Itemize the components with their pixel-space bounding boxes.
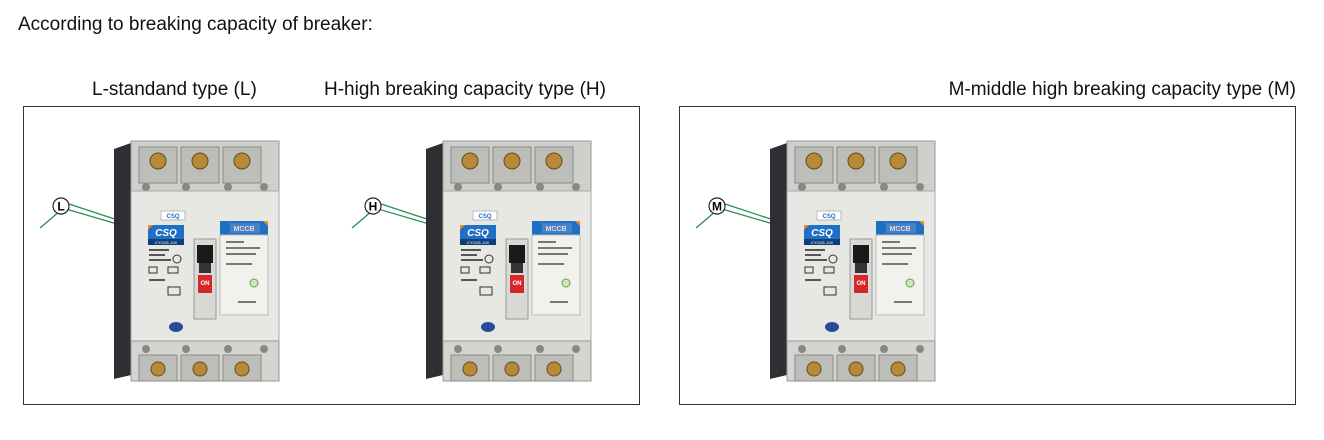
brand-small-label: CSQ [478,214,491,220]
marker-circle [708,197,726,215]
mount-screws-bottom [454,345,580,353]
page-heading: According to breaking capacity of breake… [18,14,373,35]
breaker-side-panel [114,143,131,379]
on-indicator-label: ON [513,281,522,287]
on-indicator [854,275,868,293]
brand-small-label: CSQ [822,214,835,220]
brand-badge [460,225,496,239]
mount-screws-top [454,183,580,191]
test-window [481,322,495,332]
bottom-terminals [794,354,918,382]
breaker-side-panel [770,143,787,379]
spec-lines [460,249,494,296]
brand-badge [804,225,840,239]
brand-small-label: CSQ [166,214,179,220]
breaker-h: H CSQ CSQ CYCM1-100 ON [348,107,608,404]
rating-lines [882,241,916,303]
breaker-m: M CSQ CSQ CYCM1-100 ON [692,107,952,404]
image-frame-right: M CSQ CSQ CYCM1-100 ON [679,106,1296,405]
caption-h-type: H-high breaking capacity type (H) [324,79,606,100]
breaker-side-panel [426,143,443,379]
toggle-handle [197,245,213,263]
product-badge [532,221,580,235]
mount-screws-top [798,183,924,191]
marker-circle [52,197,70,215]
on-indicator [510,275,524,293]
model-label: CYCM1-100 [811,240,834,245]
caption-m-type: M-middle high breaking capacity type (M) [948,79,1296,100]
toggle-handle [853,245,869,263]
model-label: CYCM1-100 [467,240,490,245]
test-window [825,322,839,332]
top-terminals [138,146,262,184]
product-label: MCCB [890,226,911,233]
on-indicator-label: ON [201,281,210,287]
bottom-terminals [138,354,262,382]
product-badge [220,221,268,235]
breaker-l: L CSQ CSQ CYCM1-100 ON [36,107,296,404]
on-indicator-label: ON [857,281,866,287]
brand-label: CSQ [811,228,833,239]
mount-screws-bottom [142,345,268,353]
mount-screws-top [142,183,268,191]
top-terminals [794,146,918,184]
product-label: MCCB [546,226,567,233]
brand-label: CSQ [467,228,489,239]
mount-screws-bottom [798,345,924,353]
brand-label: CSQ [155,228,177,239]
caption-l-type: L-standand type (L) [92,79,257,100]
product-label: MCCB [234,226,255,233]
top-terminals [450,146,574,184]
spec-lines [148,249,182,296]
rating-lines [538,241,572,303]
brand-badge [148,225,184,239]
product-badge [876,221,924,235]
marker-letter: H [369,200,378,214]
marker-letter: M [712,200,722,214]
image-frame-left: L CSQ CSQ CYCM1-100 ON [23,106,640,405]
spec-lines [804,249,838,296]
rating-lines [226,241,260,303]
marker-circle [364,197,382,215]
marker-callout: L [39,197,149,234]
test-window [169,322,183,332]
bottom-terminals [450,354,574,382]
on-indicator [198,275,212,293]
toggle-handle [509,245,525,263]
marker-letter: L [57,200,64,214]
model-label: CYCM1-100 [155,240,178,245]
